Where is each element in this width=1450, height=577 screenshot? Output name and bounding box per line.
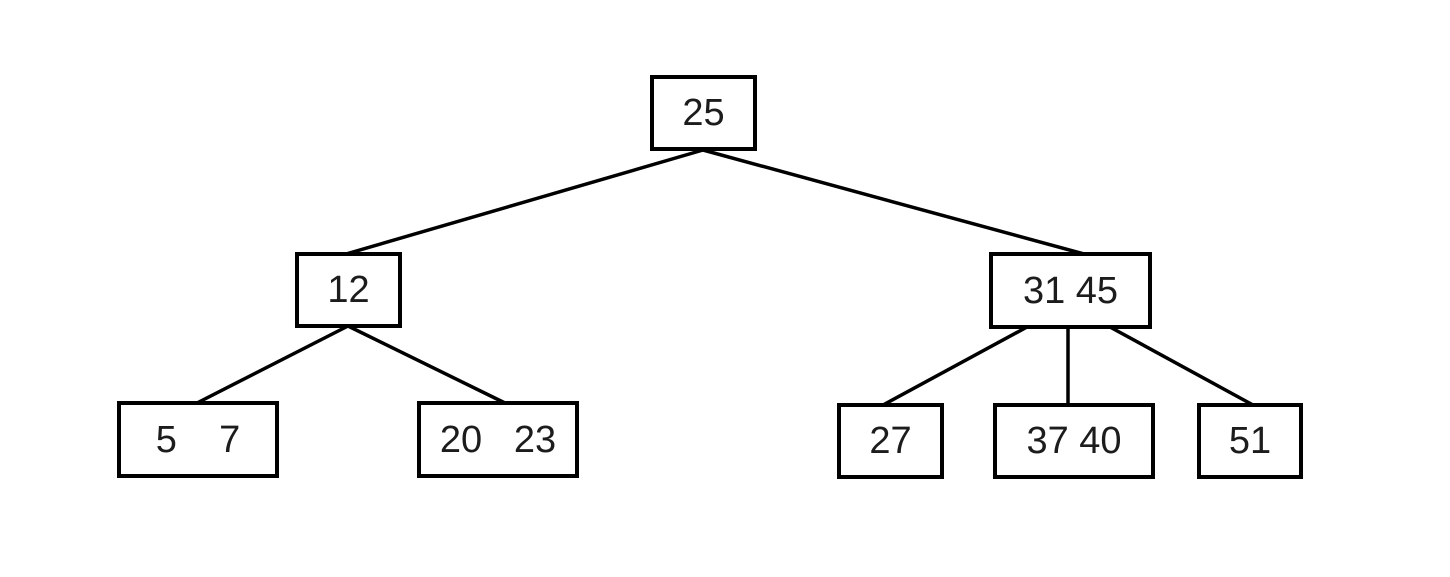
- tree-node-leaf-4: 37 40: [993, 403, 1155, 479]
- node-label: 51: [1228, 420, 1272, 462]
- edge-left-leaf2: [347, 324, 506, 405]
- node-label: 37 40: [1026, 420, 1122, 462]
- edge-right-leaf5: [1109, 325, 1254, 407]
- edge-root-left: [345, 148, 704, 256]
- tree-node-leaf-2: 20 23: [417, 401, 579, 478]
- node-label: 20 23: [439, 418, 557, 461]
- tree-node-root: 25: [650, 75, 757, 151]
- node-label: 27: [869, 420, 912, 462]
- tree-node-internal-right: 31 45: [989, 252, 1152, 329]
- edge-left-leaf1: [196, 324, 349, 405]
- tree-node-internal-left: 12: [295, 252, 402, 328]
- edge-root-right: [702, 148, 1085, 256]
- tree-node-leaf-1: 5 7: [117, 401, 279, 478]
- edge-right-leaf3: [882, 325, 1028, 407]
- tree-node-leaf-5: 51: [1197, 403, 1303, 479]
- node-label: 12: [327, 269, 370, 311]
- node-label: 5 7: [155, 418, 241, 461]
- node-label: 31 45: [1022, 269, 1119, 312]
- node-label: 25: [682, 92, 725, 134]
- tree-node-leaf-3: 27: [837, 403, 944, 479]
